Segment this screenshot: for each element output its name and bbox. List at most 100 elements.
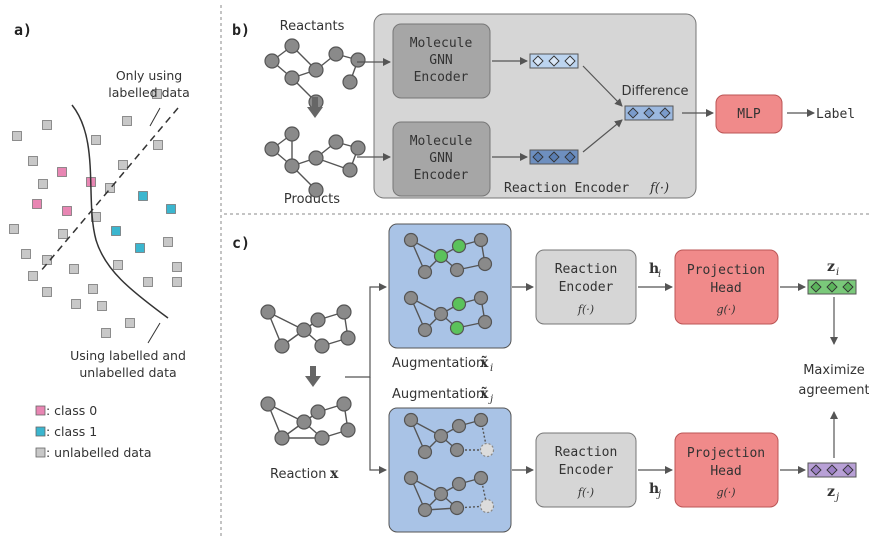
molecule-atom xyxy=(449,320,465,336)
annotation-top-line2: labelled data xyxy=(108,85,189,100)
molecule-atom xyxy=(284,126,300,142)
legend-class0: : class 0 xyxy=(46,403,97,418)
scatter-point xyxy=(111,226,121,236)
molecule-atom xyxy=(449,500,465,516)
molecule-atom xyxy=(403,232,419,248)
scatter-point xyxy=(57,167,67,177)
proj-bottom-line1: Projection xyxy=(687,446,765,461)
semi-supervised-boundary xyxy=(71,104,169,319)
molecule-atom xyxy=(433,306,449,322)
panel-c: c) Reaction x Augmentation x̃ i Augmenta… xyxy=(232,223,869,533)
molecule-atom xyxy=(314,430,330,446)
output-label: Label xyxy=(816,107,855,122)
reaction-arrow-c xyxy=(305,366,321,387)
vector-element xyxy=(826,464,838,476)
scatter-point xyxy=(69,264,79,274)
encoder-bottom-line1: Molecule xyxy=(410,134,473,149)
maximize-line2: agreement xyxy=(798,383,869,398)
scatter-point xyxy=(9,224,19,234)
z-i-sub: i xyxy=(836,267,839,278)
annotation-top-line1: Only using xyxy=(116,68,182,83)
molecule-encoder-top xyxy=(392,23,491,99)
scatter-point xyxy=(91,212,101,222)
h-i-label: h xyxy=(649,261,659,277)
h-j-sub: j xyxy=(656,489,661,500)
vector-element xyxy=(659,107,671,119)
rxn-encoder-top-line2: Encoder xyxy=(559,280,614,295)
molecule-atom xyxy=(308,62,324,78)
reaction-encoder-label: Reaction Encoder xyxy=(504,181,629,196)
vector-element xyxy=(532,151,544,163)
molecule-atom xyxy=(328,134,344,150)
molecule-atom xyxy=(310,404,326,420)
z-i-label: z xyxy=(827,259,835,275)
arrow-branch-top xyxy=(345,283,387,378)
molecule-atom xyxy=(433,248,449,264)
scatter-point xyxy=(42,287,52,297)
scatter-point xyxy=(88,284,98,294)
vector-element xyxy=(842,464,854,476)
vector-element xyxy=(810,281,822,293)
scatter-point xyxy=(42,120,52,130)
scatter-point xyxy=(58,229,68,239)
legend-swatch-class1 xyxy=(35,426,46,437)
difference-vector xyxy=(624,105,674,121)
vector-element xyxy=(548,55,560,67)
aug-i-label: Augmentation xyxy=(392,356,484,371)
scatter-point xyxy=(12,131,22,141)
molecule-atom xyxy=(310,312,326,328)
rxn-encoder-bottom-line1: Reaction xyxy=(555,445,618,460)
molecule-atom xyxy=(473,470,489,486)
molecule-atom xyxy=(477,314,493,330)
vector-element xyxy=(627,107,639,119)
encoder-top-line3: Encoder xyxy=(414,70,469,85)
annotation-bottom-line2: unlabelled data xyxy=(79,365,176,380)
molecule-atom xyxy=(350,52,366,68)
molecule-atom xyxy=(473,412,489,428)
molecule-atom xyxy=(284,158,300,174)
reaction-encoder-fn: f(·) xyxy=(649,181,669,196)
molecule-atom xyxy=(264,141,280,157)
reaction-molecule-bottom xyxy=(260,396,356,446)
h-j-label: h xyxy=(649,481,659,497)
molecule-atom xyxy=(350,140,366,156)
molecule-atom xyxy=(451,296,467,312)
molecule-atom xyxy=(342,74,358,90)
scatter-point xyxy=(105,183,115,193)
molecule-atom xyxy=(260,304,276,320)
molecule-atom xyxy=(328,46,344,62)
molecule-atom xyxy=(296,414,312,430)
encoder-top-line1: Molecule xyxy=(410,36,473,51)
molecule-atom xyxy=(308,182,324,198)
aug-i-molecule-bottom xyxy=(403,290,493,338)
scatter-point xyxy=(113,260,123,270)
molecule-atom xyxy=(336,304,352,320)
molecule-atom xyxy=(473,232,489,248)
scatter-point xyxy=(172,277,182,287)
scatter-point xyxy=(152,89,162,99)
aug-j-sub: j xyxy=(488,394,493,405)
molecule-atom xyxy=(479,498,495,514)
legend-unlabelled: : unlabelled data xyxy=(46,445,152,460)
vector-element xyxy=(564,55,576,67)
reaction-arrow-b xyxy=(307,97,323,118)
aug-j-molecule-top xyxy=(403,412,495,460)
scatter-point xyxy=(153,140,163,150)
scatter-point xyxy=(28,156,38,166)
molecule-atom xyxy=(314,338,330,354)
scatter-point xyxy=(71,299,81,309)
panel-c-label: c) xyxy=(232,234,250,252)
vector-element xyxy=(532,55,544,67)
scatter-point xyxy=(21,249,31,259)
legend-class1: : class 1 xyxy=(46,424,97,439)
difference-label: Difference xyxy=(621,84,688,99)
z-j-label: z xyxy=(827,484,835,500)
scatter-point xyxy=(97,301,107,311)
embedding-vector-reactants xyxy=(529,53,579,69)
aug-j-label: Augmentation xyxy=(392,387,484,402)
molecule-atom xyxy=(284,38,300,54)
mlp-box xyxy=(715,94,783,134)
molecule-atom xyxy=(264,53,280,69)
molecule-atom xyxy=(403,412,419,428)
